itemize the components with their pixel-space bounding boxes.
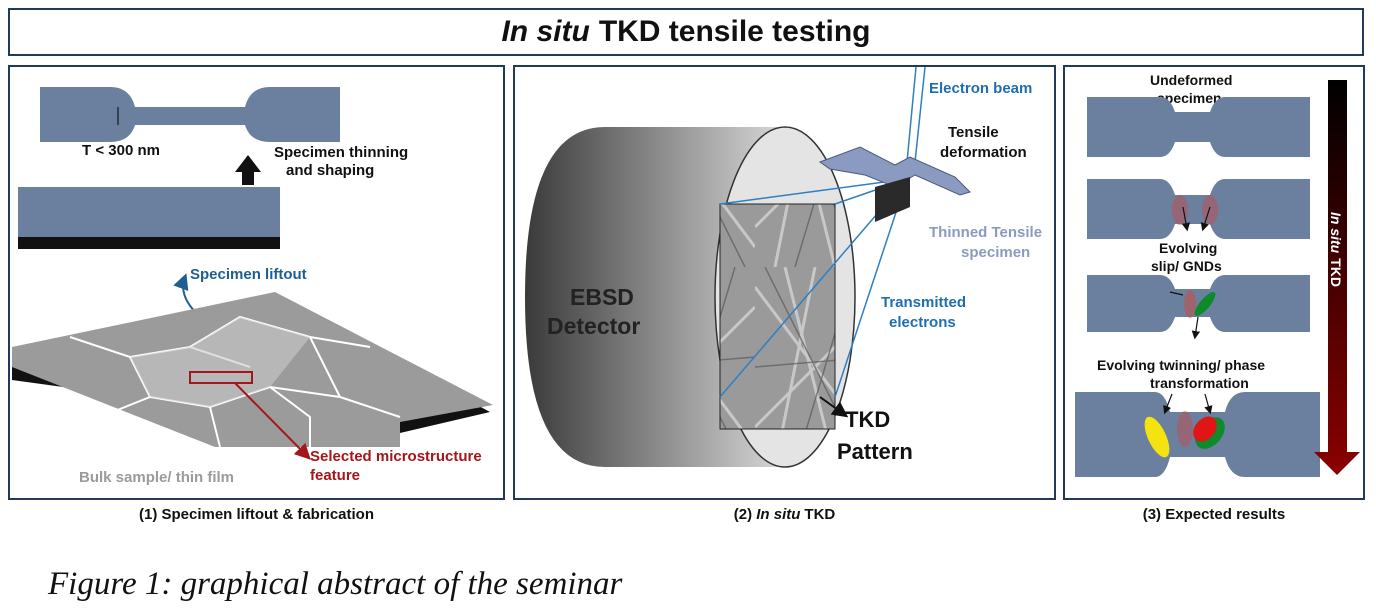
panel-expected-results: Undeformed specimen Evolving slip/ GNDs … (1063, 65, 1365, 500)
electron-beam-label: Electron beam (929, 80, 1032, 97)
pattern-label-2: Pattern (837, 439, 913, 464)
undeformed-label-2: specimen (1157, 90, 1222, 106)
thinned-label-1: Thinned Tensile (929, 224, 1042, 241)
gnd-ellipse (1194, 292, 1216, 316)
slip-band-right (1202, 195, 1218, 225)
slip-band-left (1172, 195, 1188, 225)
slab-top (18, 187, 280, 237)
caption-3: (3) Expected results (1142, 506, 1286, 523)
panel-liftout: T < 300 nm Specimen thinning and shaping… (8, 65, 505, 500)
detector-label-1: EBSD (570, 284, 634, 310)
thinning-label-2: and shaping (286, 162, 374, 179)
feature-arrow (234, 382, 311, 460)
up-arrow-icon (235, 155, 261, 185)
thinning-label-1: Specimen thinning (274, 144, 408, 161)
title-rest: TKD tensile testing (598, 15, 871, 48)
undeformed-label-1: Undeformed (1150, 72, 1232, 88)
liftout-illustration: T < 300 nm Specimen thinning and shaping… (12, 87, 493, 486)
tensile-label-1: Tensile (948, 124, 999, 141)
twin-ellipse-red (1193, 416, 1217, 442)
feature-box (189, 371, 253, 384)
caption-1: (1) Specimen liftout & fabrication (138, 506, 375, 523)
slab-edge (18, 237, 280, 249)
transmitted-label-2: electrons (889, 314, 956, 331)
thinned-specimen (40, 87, 340, 142)
slip-gnd-specimen (1087, 275, 1310, 332)
feature-label-1: Selected microstructure (310, 448, 482, 465)
time-arrow (1314, 80, 1360, 475)
undeformed-specimen (1087, 97, 1310, 157)
main-title: In situ TKD tensile testing (8, 8, 1364, 56)
slip-specimen (1087, 179, 1310, 239)
detector-label-2: Detector (547, 313, 640, 339)
specimen-holder (875, 177, 910, 222)
twin-ellipse-yellow (1144, 416, 1170, 458)
slip-label-1: Evolving (1159, 240, 1217, 256)
panel-in-situ-tkd: EBSD Detector Electron beam Tensile defo… (513, 65, 1056, 500)
tensile-specimen (818, 146, 971, 196)
pattern-label-1: TKD (845, 407, 890, 432)
electron-beam (906, 66, 926, 163)
twin-label-1: Evolving twinning/ phase (1097, 357, 1265, 373)
figure-caption: Figure 1: graphical abstract of the semi… (48, 566, 623, 602)
twin-label-2: transformation (1150, 375, 1249, 391)
tensile-label-2: deformation (940, 144, 1027, 161)
results-illustration: Undeformed specimen Evolving slip/ GNDs … (1075, 72, 1360, 477)
bulk-label: Bulk sample/ thin film (79, 469, 234, 486)
tkd-pattern-image (719, 203, 836, 430)
feature-label-2: feature (310, 467, 360, 484)
transmitted-label-1: Transmitted (881, 294, 966, 311)
slip-label-2: slip/ GNDs (1151, 258, 1222, 274)
thickness-label: T < 300 nm (82, 142, 160, 159)
title-italic: In situ (501, 15, 590, 48)
tkd-illustration: EBSD Detector Electron beam Tensile defo… (525, 66, 1042, 468)
thinned-label-2: specimen (961, 244, 1030, 261)
liftout-label: Specimen liftout (190, 266, 307, 283)
time-arrow-label: In situTKD (1328, 212, 1344, 287)
pattern-arrow (819, 396, 849, 418)
